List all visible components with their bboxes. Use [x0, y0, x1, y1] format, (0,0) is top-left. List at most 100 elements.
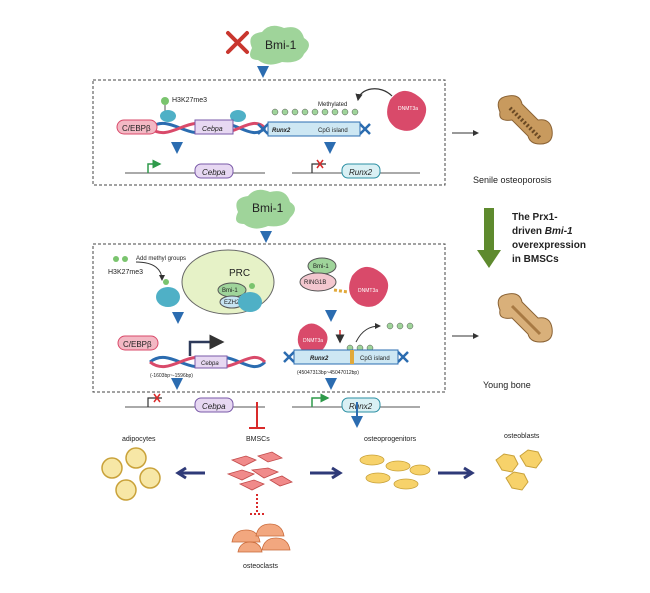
runx2-coords-label: (45047313bp~45047012bp) [297, 370, 359, 376]
curved-arrow-icon [355, 88, 393, 102]
cpg-label-middle: CpG island [360, 356, 390, 362]
runx2-output-label-middle: Runx2 [349, 402, 373, 411]
cebpb-label-middle: C/EBPβ [123, 340, 152, 349]
curved-arrow-icon [135, 261, 165, 281]
prc-label: PRC [229, 268, 250, 279]
dnmt3a-label-small: DNMT3a [303, 338, 323, 344]
dna-helix-middle-right [283, 351, 409, 363]
middle-left-panel: Add methyl groups H3K27me3 PRC Bmi-1 EZH… [108, 249, 275, 390]
cpg-label: CpG island [318, 128, 348, 134]
methylated-label: Methylated [318, 102, 347, 108]
blocked-x-icon [153, 393, 161, 403]
dnmt3a-shape [387, 90, 427, 131]
middle-bmi1-group: Bmi-1 [236, 189, 295, 243]
inhibit-adipo-line [249, 402, 265, 429]
middle-mechanism-box [92, 243, 446, 393]
young-label: Young bone [483, 380, 531, 390]
runx2-gene-label-middle: Runx2 [310, 356, 329, 362]
promoter-arrow-icon [311, 163, 326, 173]
osteoclasts-label: osteoclasts [243, 563, 279, 570]
cebpa-gene-label: Cebpa [202, 126, 223, 133]
top-mechanism-box [92, 79, 446, 186]
runx2-output-label: Runx2 [349, 168, 373, 177]
runx2-output-box-middle [341, 397, 381, 413]
promoter-arrow-icon [311, 393, 330, 407]
released-methyl-groups [386, 322, 414, 330]
dnmt3a-label-middle: DNMT3a [358, 288, 378, 294]
dna-helix-top-right [257, 123, 371, 135]
nucleosome-icon [160, 110, 176, 122]
top-bmi1-group: Bmi-1 [226, 25, 309, 78]
promoter-arrow-icon [147, 397, 162, 407]
cross-icon [226, 31, 249, 54]
methyl-dot [122, 256, 128, 262]
arrow-to-osteoblasts [438, 466, 475, 480]
prx1-line4: in BMSCs [512, 254, 559, 265]
prx1-line1: The Prx1- [512, 212, 558, 223]
bmscs-label: BMSCs [246, 436, 270, 443]
cebpa-output-box-middle [194, 397, 234, 413]
dnmt3a-shape-small [297, 323, 328, 355]
osteoclasts-icon [231, 523, 291, 553]
cebpb-label: C/EBPβ [122, 124, 151, 133]
middle-right-panel: Bmi-1 RING1B DNMT3a DNMT3a Runx2 CpG isl… [283, 257, 414, 390]
adipocytes-icon [101, 447, 161, 501]
osteoblasts-icon [495, 449, 543, 491]
ring1b-protein [299, 272, 337, 292]
bmi1-label-top: Bmi-1 [265, 38, 297, 52]
bmi1-label-middle: Bmi-1 [252, 201, 284, 215]
prx1-arrow [477, 208, 501, 268]
senile-label: Senile osteoporosis [473, 175, 552, 185]
ubiquitin-chain [333, 288, 349, 294]
cebpb-box [116, 119, 158, 135]
methyl-dot [161, 97, 169, 105]
bmi1-small-label-right: Bmi-1 [313, 264, 329, 270]
curved-arrow-icon [355, 323, 381, 343]
adipocytes-label: adipocytes [122, 436, 156, 443]
arrow-to-adipocytes [175, 466, 205, 480]
osteoprogenitors-label: osteoprogenitors [364, 436, 417, 443]
promoter-arrow-icon [188, 334, 225, 356]
bmi1-small-label: Bmi-1 [222, 288, 238, 294]
senile-bone-icon [497, 95, 553, 145]
bmi1-cloud-middle [236, 189, 295, 229]
h3k27me3-label-middle: H3K27me3 [108, 269, 143, 276]
methyl-dot [113, 256, 119, 262]
nucleosome-icon [238, 292, 262, 312]
runx2-gene-label: Runx2 [272, 128, 291, 134]
ring1b-label: RING1B [304, 280, 326, 286]
cebpa-coords-label: (-1603bp~-1596bp) [150, 373, 193, 379]
methyl-dot [249, 283, 255, 289]
nucleosome-icon [230, 110, 246, 122]
methyl-lollipops [271, 108, 359, 116]
dnmt3a-shape-middle [349, 266, 389, 307]
prx1-line2: driven Bmi-1 [512, 226, 573, 237]
bmscs-icon [226, 451, 293, 491]
top-right-panel: Methylated Runx2 CpG island DNMT3a Runx2 [257, 88, 427, 179]
nucleosome-icon [156, 287, 180, 307]
demethylated-site [350, 350, 354, 364]
inhibit-osteoclast-line [250, 494, 264, 515]
young-bone-icon [497, 293, 553, 343]
promoter-arrow-icon [147, 159, 162, 173]
top-left-panel: H3K27me3 C/EBPβ Cebpa Cebpa [116, 97, 267, 179]
osteoblasts-label: osteoblasts [504, 433, 540, 440]
cebpa-gene-box [194, 119, 234, 135]
cebpa-gene-box-middle [194, 355, 228, 369]
add-methyl-label: Add methyl groups [136, 256, 186, 262]
ezh2-label: EZH2 [224, 300, 240, 306]
cebpa-output-box [194, 163, 234, 179]
cebpa-output-label: Cebpa [202, 168, 226, 177]
cebpb-box-middle [117, 335, 159, 351]
blocked-x-icon [316, 159, 324, 169]
runx2-output-box [341, 163, 381, 179]
cebpa-output-label-middle: Cebpa [202, 402, 226, 411]
bmi1-cloud-top [250, 25, 309, 65]
osteoprogenitors-icon [359, 454, 431, 490]
runx2-cpg-box-middle [293, 349, 399, 365]
runx2-cpg-box [267, 121, 361, 137]
dnmt3a-label: DNMT3a [398, 106, 418, 112]
arrow-to-osteoprogenitors [310, 466, 343, 480]
prx1-line3: overexpression [512, 240, 586, 251]
